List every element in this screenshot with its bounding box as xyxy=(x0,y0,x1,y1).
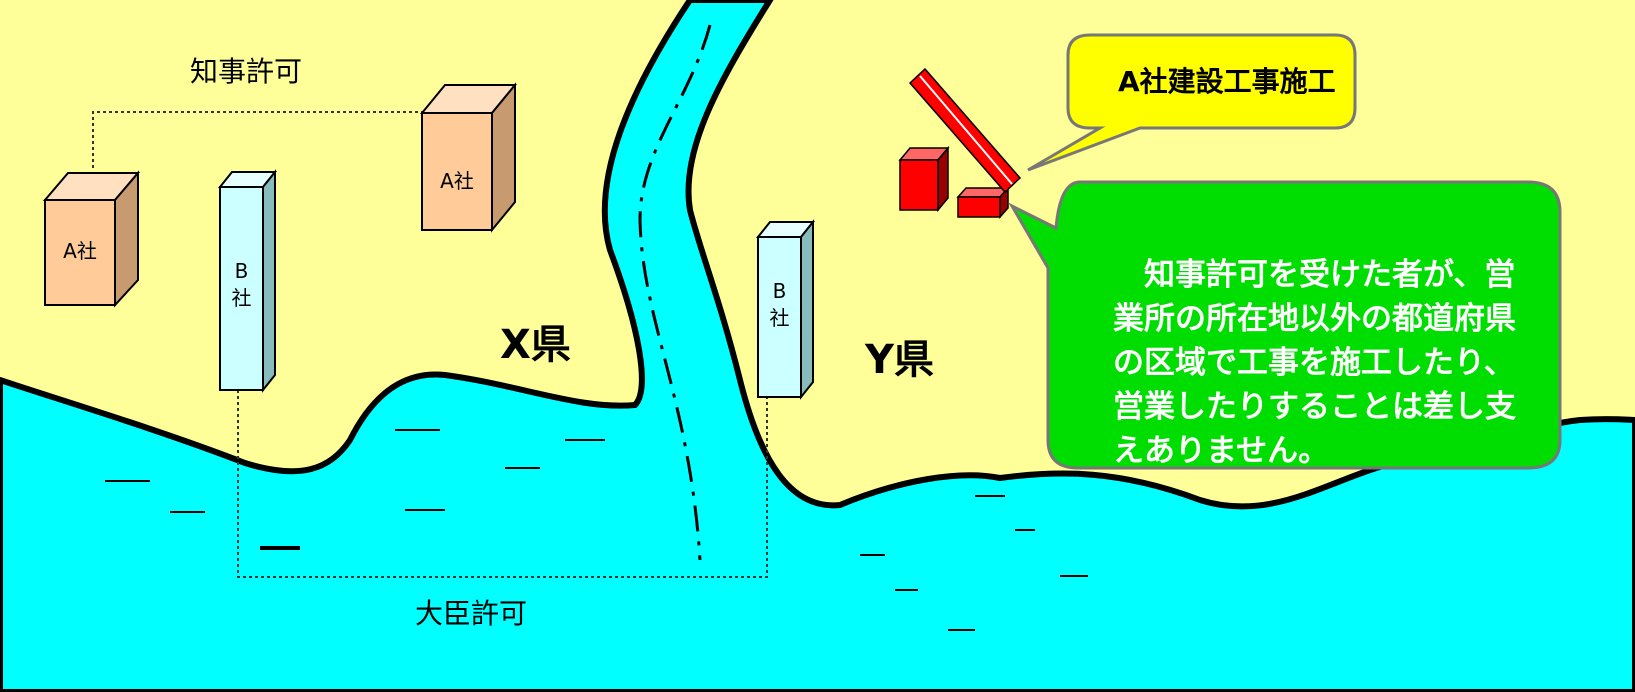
y-prefecture-label: Y県 xyxy=(865,337,934,383)
building-a-left-label: A社 xyxy=(63,239,97,263)
callout-green-bubble xyxy=(1008,180,1562,470)
governor-permit-label: 知事許可 xyxy=(190,55,303,88)
callout-yellow-bubble xyxy=(1027,33,1357,172)
prefecture-border-line xyxy=(638,24,712,561)
building-b-left-label-bottom: 社 xyxy=(231,286,252,310)
building-a-right xyxy=(419,82,518,233)
minister-permit-label: 大臣許可 xyxy=(415,597,528,630)
building-b-right-label-bottom: 社 xyxy=(769,306,790,330)
building-b-right xyxy=(755,219,816,400)
construction-callout-text: A社建設工事施工 xyxy=(1118,65,1336,98)
water-ripples xyxy=(105,429,1088,631)
building-b-left-label: B 社 xyxy=(220,258,263,312)
explanation-callout-text: 知事許可を受けた者が、営業所の所在地以外の都道府県の区域で工事を施工したり、営業… xyxy=(1113,257,1516,469)
building-b-left-label-top: B xyxy=(234,259,249,283)
building-b-left xyxy=(217,169,278,393)
construction-site xyxy=(898,67,1022,219)
building-a-left xyxy=(42,170,141,308)
building-a-right-label: A社 xyxy=(440,169,474,193)
building-b-right-label: B 社 xyxy=(758,278,801,332)
x-prefecture-label: X県 xyxy=(500,322,571,368)
building-b-right-label-top: B xyxy=(772,279,787,303)
permit-connectors xyxy=(92,111,768,578)
